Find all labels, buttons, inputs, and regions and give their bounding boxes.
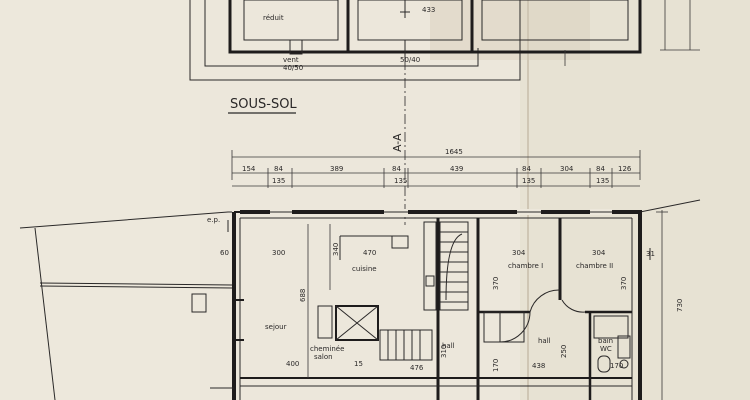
dim-31: 31: [646, 250, 655, 258]
dim-60: 60: [220, 249, 229, 257]
room-label-wc: WC: [600, 345, 612, 353]
dim-84-c: 84: [522, 165, 531, 173]
room-label-cuisine: cuisine: [352, 265, 377, 273]
dim-340: 340: [332, 243, 340, 256]
dim-304: 304: [560, 165, 574, 173]
section-line-a-a: A-A: [391, 60, 406, 225]
dim-126: 126: [618, 165, 632, 173]
basement-plan: réduit 433 vent 40/50 50/40 SOUS-SOL: [189, 0, 700, 114]
door-chambre-1: [529, 289, 561, 313]
room-label-reduit: réduit: [263, 14, 284, 22]
room-label-salon: salon: [314, 353, 333, 361]
room-label-sejour: sejour: [265, 323, 287, 331]
dim-304-a: 304: [512, 249, 526, 257]
dim-total: 1645: [445, 148, 463, 156]
section-label: A-A: [391, 133, 404, 152]
label-vent: vent: [283, 56, 299, 64]
basement-title: SOUS-SOL: [230, 97, 297, 112]
dim-154: 154: [242, 165, 256, 173]
dim-135-b: 135: [394, 177, 407, 185]
ground-floor-plan: sejour cuisine chambre I chambre II hall…: [19, 199, 701, 400]
dim-389: 389: [330, 165, 343, 173]
fireplace: [317, 305, 379, 341]
dim-84-b: 84: [392, 165, 401, 173]
dim-433: 433: [422, 6, 435, 14]
room-label-cheminee: cheminée: [310, 345, 344, 353]
dim-370-b: 370: [620, 277, 628, 290]
bathroom-fixtures: [593, 315, 631, 373]
dim-84-d: 84: [596, 165, 605, 173]
room-label-bain: bain: [598, 337, 613, 345]
dim-vent: 40/50: [283, 64, 303, 72]
dim-370-a: 370: [492, 277, 500, 290]
label-ep: e.p.: [207, 216, 220, 224]
dim-438: 438: [532, 362, 545, 370]
dim-730: 730: [676, 299, 684, 312]
dim-135-c: 135: [522, 177, 535, 185]
dim-300: 300: [272, 249, 285, 257]
dim-688: 688: [299, 289, 307, 302]
dim-470: 470: [363, 249, 376, 257]
dim-250: 250: [560, 345, 568, 358]
top-dimension-chain: 1645 154 84 389 84 439 84 304 84 126 135…: [231, 148, 641, 188]
dim-15: 15: [354, 360, 363, 368]
dim-135-d: 135: [596, 177, 609, 185]
dim-400: 400: [286, 360, 299, 368]
dim-304-b: 304: [592, 249, 606, 257]
dim-84-a: 84: [274, 165, 283, 173]
door-chambre-2: [561, 299, 586, 313]
dim-vent-2: 50/40: [400, 56, 420, 64]
room-label-chambre-2: chambre II: [576, 262, 613, 270]
dim-439: 439: [450, 165, 463, 173]
dim-170-a: 170: [492, 359, 500, 372]
dim-310: 310: [440, 345, 448, 358]
room-label-hall-1: hall: [442, 342, 455, 350]
staircase: [379, 221, 469, 361]
kitchen-counter: [423, 221, 437, 311]
room-label-hall-2: hall: [538, 337, 551, 345]
dim-476: 476: [410, 364, 424, 372]
room-label-chambre-1: chambre I: [508, 262, 543, 270]
dim-135-a: 135: [272, 177, 285, 185]
dim-170-b: 170: [610, 362, 623, 370]
